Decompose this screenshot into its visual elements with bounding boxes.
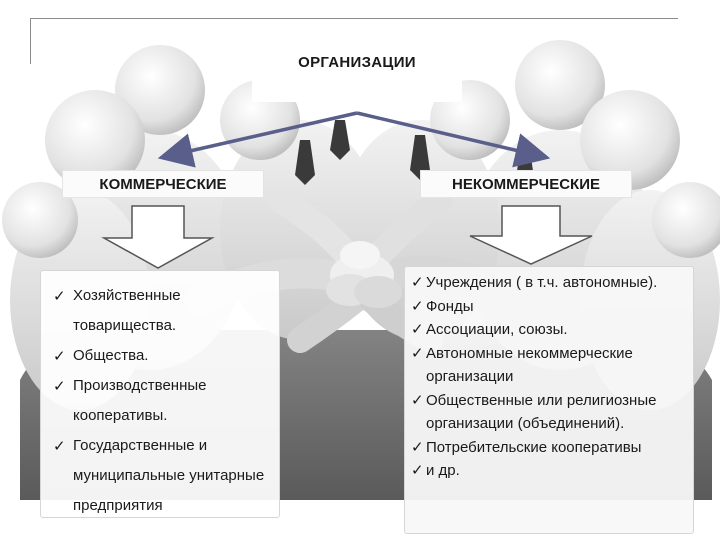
check-icon: ✓ (411, 437, 424, 456)
list-item: ✓Учреждения ( в т.ч. автономные). (411, 271, 689, 295)
commercial-category-box: КОММЕРЧЕСКИЕ (62, 170, 264, 198)
check-icon: ✓ (411, 273, 424, 291)
list-item: ✓ Государственные и муниципальные унитарн… (49, 431, 273, 521)
check-icon: ✓ (53, 287, 66, 305)
list-item: ✓ Общества. (49, 341, 273, 371)
list-item: ✓Общественные или религиозные организаци… (411, 389, 689, 436)
noncommercial-list: ✓Учреждения ( в т.ч. автономные). ✓Фонды… (411, 271, 689, 483)
left-block-arrow (101, 205, 215, 269)
commercial-list-box: ✓Хозяйственные товарищества. ✓Общества. … (40, 270, 280, 518)
right-block-arrow (469, 205, 593, 265)
list-item: ✓и др. (411, 459, 689, 483)
list-item-text: Хозяйственные товарищества. (73, 287, 181, 334)
commercial-list: ✓Хозяйственные товарищества. ✓Общества. … (49, 281, 273, 521)
list-item-text: и др. (426, 462, 460, 479)
commercial-category-label: КОММЕРЧЕСКИЕ (99, 175, 227, 193)
list-item-text: Учреждения ( в т.ч. автономные). (426, 274, 658, 291)
top-frame-line (30, 18, 678, 19)
check-icon: ✓ (411, 390, 424, 409)
list-item: ✓ Хозяйственные товарищества. (49, 281, 273, 341)
organizations-title-box: ОРГАНИЗАЦИИ (252, 46, 462, 102)
list-item: ✓ Производственные кооперативы. (49, 371, 273, 431)
organizations-title: ОРГАНИЗАЦИИ (298, 54, 416, 71)
list-item-text: Общества. (73, 347, 149, 364)
left-frame-line (30, 18, 31, 64)
list-item-text: Государственные и муниципальные унитарны… (73, 437, 265, 514)
check-icon: ✓ (411, 461, 424, 479)
check-icon: ✓ (411, 320, 424, 338)
right-connector-arrow (356, 111, 551, 168)
noncommercial-list-box: ✓Учреждения ( в т.ч. автономные). ✓Фонды… (404, 266, 694, 534)
list-item-text: Производственные кооперативы. (73, 377, 207, 424)
list-item-text: Автономные некоммерческие организации (426, 344, 633, 386)
left-connector-arrow (157, 111, 358, 168)
check-icon: ✓ (53, 377, 66, 395)
list-item: ✓Потребительские кооперативы (411, 436, 689, 460)
list-item-text: Общественные или религиозные организации… (426, 391, 657, 433)
list-item-text: Фонды (426, 297, 474, 315)
list-item-text: Потребительские кооперативы (426, 438, 642, 456)
list-item: ✓Фонды (411, 295, 689, 319)
list-item-text: Ассоциации, союзы. (426, 321, 568, 338)
noncommercial-category-label: НЕКОММЕРЧЕСКИЕ (452, 175, 600, 193)
check-icon: ✓ (53, 437, 66, 455)
check-icon: ✓ (411, 343, 424, 362)
check-icon: ✓ (411, 296, 424, 315)
list-item: ✓Автономные некоммерческие организации (411, 342, 689, 389)
check-icon: ✓ (53, 347, 66, 365)
noncommercial-category-box: НЕКОММЕРЧЕСКИЕ (420, 170, 632, 198)
list-item: ✓Ассоциации, союзы. (411, 318, 689, 342)
